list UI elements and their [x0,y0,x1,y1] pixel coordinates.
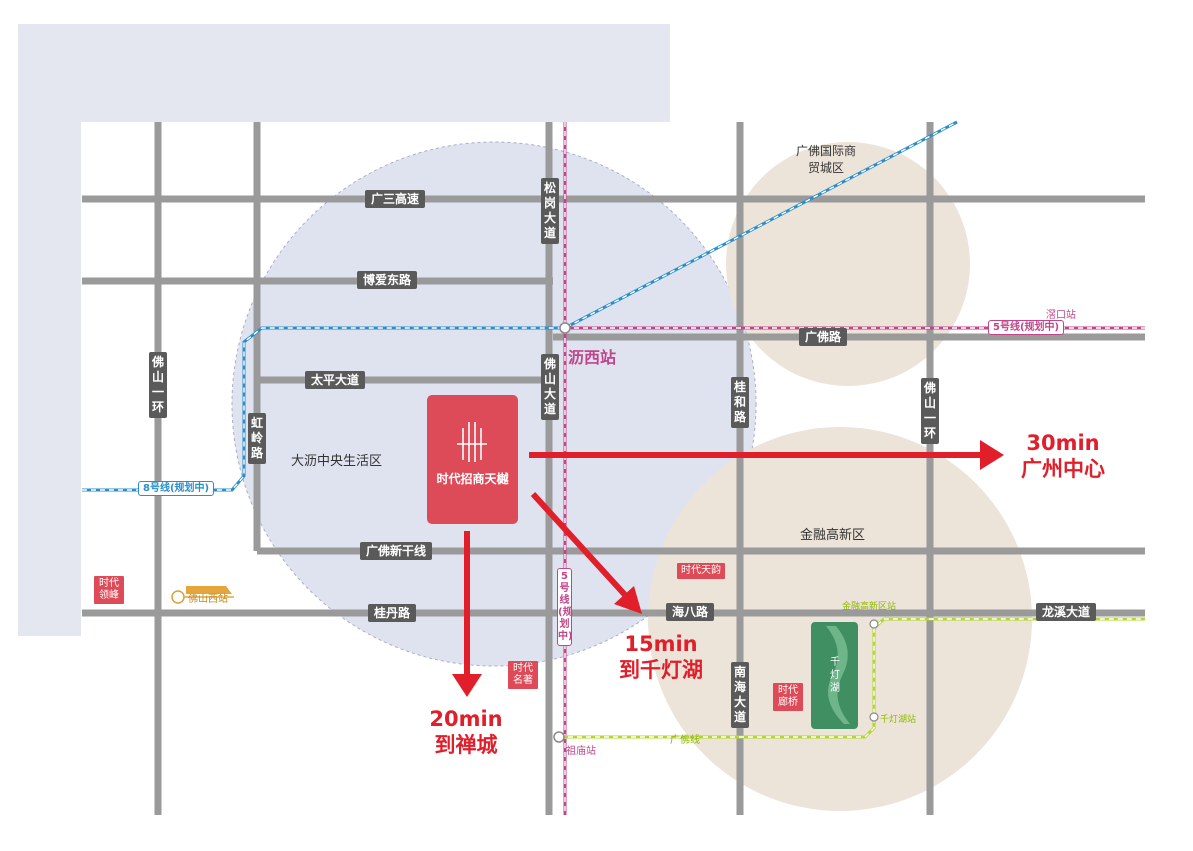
project-logo-icon [457,422,487,462]
road-label-guihe: 桂和路 [731,377,749,428]
road-label-boai: 博爱东路 [357,271,418,289]
station-marker-zumiao [553,731,565,743]
metro-label-line5-east: 5号线(规划中) [988,320,1065,335]
metro-guangfo-line-path-dash [559,618,1145,738]
arrow-guangzhou-head [980,440,1004,470]
train-icon [184,586,234,598]
road-label-haiba: 海八路 [666,603,715,621]
route-time-guangzhou-value: 30min [1026,431,1100,455]
station-marker-foshanxi [171,590,185,604]
route-arrows [452,440,1004,697]
station-marker-lixi [559,322,571,334]
tag-lingfeng: 时代领峰 [94,576,124,604]
lake-label: 千灯湖 [830,657,840,694]
tag-langqiao: 时代廊桥 [773,683,803,711]
route-time-chancheng: 20min 到禅城 [411,706,521,758]
station-label-kou: 滘口站 [1046,310,1076,321]
tag-mingzhu: 时代名著 [508,661,538,689]
route-time-qiandeng: 15min 到千灯湖 [606,631,716,683]
area-label-dali: 大沥中央生活区 [291,454,383,469]
arrow-chancheng-head [452,674,482,697]
lake-water-shape [826,626,850,724]
route-time-guangzhou-dest: 广州中心 [1021,457,1105,481]
road-label-guangfo: 广佛路 [799,328,848,346]
station-label-foshanxi: 佛山西站 [188,594,228,605]
station-label-lixi: 沥西站 [568,348,617,367]
guoji-area-circle [726,142,970,386]
route-time-chancheng-dest: 到禅城 [434,733,498,757]
arrow-qiandeng-head [614,586,642,614]
route-time-guangzhou: 30min 广州中心 [1008,430,1118,482]
metro-guangfo-line [559,617,1145,739]
metro-label-line8: 8号线(规划中) [138,481,215,496]
road-label-foshan-yihuan-e: 佛山一环 [921,378,939,444]
road-label-hongling: 虹岭路 [248,413,266,464]
road-label-taiping: 太平大道 [305,371,366,389]
route-time-qiandeng-value: 15min [624,632,698,656]
metro-label-guangfo-line: 广佛线 [670,735,700,746]
station-label-qiandenghu: 千灯湖站 [880,715,917,725]
road-label-nanhai: 南海大道 [731,662,749,728]
road-label-longxi: 龙溪大道 [1036,603,1097,621]
project-block [427,395,518,524]
route-time-qiandeng-dest: 到千灯湖 [619,658,703,682]
map-background-block [18,24,670,122]
road-label-foshan-yihuan-w: 佛山一环 [149,352,167,418]
metro-label-line5-south: 5号线(规划中) [557,568,573,646]
road-label-songgang: 松岗大道 [541,178,559,244]
area-label-jinrong: 金融高新区 [800,528,866,543]
road-label-guangsan: 广三高速 [365,190,426,208]
station-label-jinrong: 金融高新区站 [842,602,897,612]
area-label-guoji: 广佛国际商贸城区 [796,144,857,175]
station-marker-jinrong [869,619,879,629]
station-marker-qiandenghu [869,712,879,722]
train-icon-body [186,586,232,594]
road-label-guangfo-xin: 广佛新干线 [360,542,433,560]
route-time-chancheng-value: 20min [429,707,503,731]
road-label-guidan: 桂丹路 [368,604,417,622]
road-label-foshan-dadao: 佛山大道 [541,354,559,420]
map-background-block [18,24,81,636]
project-name: 时代招商天樾 [436,472,509,486]
station-label-zumiao: 祖庙站 [566,746,596,757]
arrow-qiandeng-shaft [530,491,629,599]
tag-tianyue: 时代天韵 [677,563,725,579]
